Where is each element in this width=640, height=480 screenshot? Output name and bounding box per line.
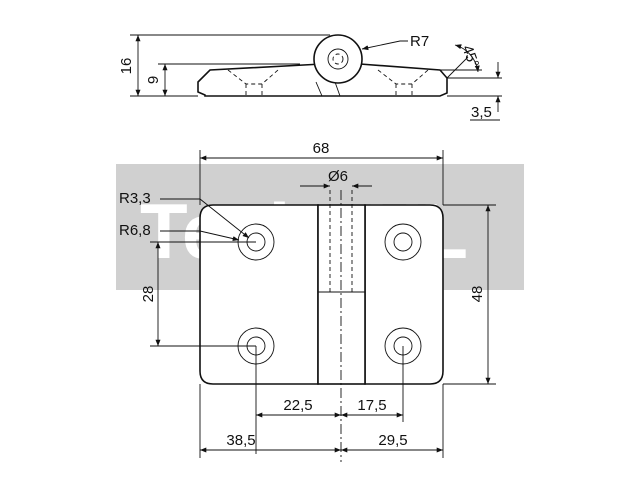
top-view-right-leaf — [364, 204, 444, 385]
side-view-pin — [327, 48, 349, 70]
hole-top-right-counterbore — [384, 223, 422, 261]
dim-68-label: 68 — [313, 140, 330, 157]
side-view-split-line — [315, 81, 323, 97]
dim-45-chamfer-line — [446, 56, 469, 79]
side-view-leaf — [197, 63, 448, 97]
dim-r7-label: R7 — [410, 33, 429, 50]
dim-45-arc — [454, 44, 480, 73]
dim-d6-label: Ø6 — [328, 168, 348, 185]
dim-r7-leader — [361, 40, 408, 51]
dim-r6-8-leader — [160, 230, 240, 242]
dim-45-label: 45° — [458, 43, 482, 70]
dim-38-5-label: 38,5 — [226, 432, 255, 449]
top-view: 68 Ø6 R3,3 R6,8 28 48 22,5 17,5 38,5 — [119, 140, 496, 462]
side-view-countersink-right — [377, 69, 429, 85]
dim-3-5-label: 3,5 — [471, 104, 492, 121]
dim-29-5-label: 29,5 — [378, 432, 407, 449]
dim-48-label: 48 — [469, 286, 486, 303]
top-view-left-leaf — [199, 204, 319, 385]
top-view-knuckle — [317, 204, 366, 385]
side-view-pin-core — [332, 53, 344, 65]
dim-17-5-label: 17,5 — [357, 397, 386, 414]
dim-28-label: 28 — [140, 286, 157, 303]
dim-22-5-label: 22,5 — [283, 397, 312, 414]
hole-top-right — [393, 232, 413, 252]
side-view-split-line-2 — [334, 81, 341, 97]
dim-9-label: 9 — [145, 76, 162, 84]
dim-16-label: 16 — [118, 58, 135, 75]
side-view: 16 9 R7 45° 3,5 — [118, 33, 502, 121]
dim-r6-8-label: R6,8 — [119, 222, 151, 239]
dim-r3-3-leader — [160, 198, 250, 239]
side-view-countersink-left — [227, 69, 279, 85]
dim-r3-3-label: R3,3 — [119, 190, 151, 207]
side-view-knuckle — [313, 34, 363, 84]
